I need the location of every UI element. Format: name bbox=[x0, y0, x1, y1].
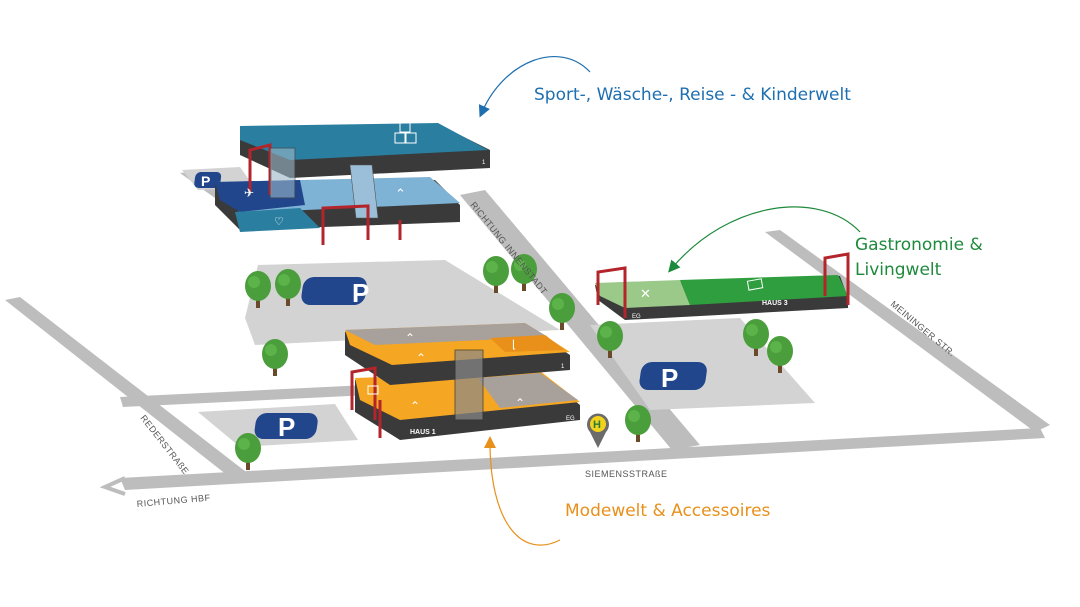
callout-top: Sport-, Wäsche-, Reise - & Kinderwelt bbox=[534, 85, 851, 105]
callout-arrow-bottom bbox=[484, 436, 561, 546]
callout-arrow-top bbox=[478, 56, 591, 118]
svg-text:EG: EG bbox=[566, 416, 575, 422]
parking-sign-1: P bbox=[301, 277, 369, 308]
tree-icon bbox=[235, 433, 261, 470]
road-rederstrasse bbox=[5, 297, 250, 479]
hanger-icon: ⌃ bbox=[395, 186, 406, 201]
cutlery-icon: ✕ bbox=[640, 286, 651, 301]
hanger-icon: ⌃ bbox=[405, 331, 415, 345]
svg-text:EG: EG bbox=[452, 224, 461, 230]
hbf-arrow bbox=[99, 476, 126, 496]
hanger-icon: ⌃ bbox=[515, 396, 525, 410]
svg-text:EG: EG bbox=[632, 314, 641, 320]
parking-sign-small: P bbox=[194, 172, 222, 189]
haus-1: HAUS 1 EG 1 ⌃ ⌃ ⌃ ⌃ ⌊ bbox=[345, 323, 580, 440]
bra-icon: ♡ bbox=[274, 216, 284, 228]
svg-text:P: P bbox=[278, 412, 295, 442]
svg-text:HAUS 2: HAUS 2 bbox=[262, 238, 288, 245]
road-label-siemens: SIEMENSSTRAßE bbox=[585, 469, 668, 479]
svg-text:HAUS 3: HAUS 3 bbox=[762, 300, 788, 307]
hanger-icon: ⌃ bbox=[416, 351, 426, 365]
svg-text:1: 1 bbox=[561, 364, 565, 370]
haus-2: HAUS 2 EG 1 ✈ ♡ ⌃ bbox=[215, 121, 490, 245]
road-label-hbf: RICHTUNG HBF bbox=[136, 493, 211, 509]
shoe-icon: ⌊ bbox=[512, 339, 516, 351]
svg-text:HAUS 1: HAUS 1 bbox=[410, 429, 436, 436]
svg-text:P: P bbox=[352, 278, 369, 308]
callout-bottom: Modewelt & Accessoires bbox=[565, 501, 771, 521]
svg-text:H: H bbox=[593, 419, 601, 431]
svg-text:P: P bbox=[661, 363, 678, 393]
road-siemensstrasse bbox=[120, 428, 1045, 490]
abc-blocks-icon bbox=[394, 121, 417, 144]
parking-sign-2: P bbox=[639, 362, 707, 393]
tree-icon bbox=[262, 339, 288, 376]
parking-sign-3: P bbox=[254, 412, 318, 442]
tree-icon bbox=[625, 405, 651, 442]
plane-icon: ✈ bbox=[244, 186, 254, 200]
hanger-icon: ⌃ bbox=[410, 399, 420, 413]
callout-right-line2: Livingwelt bbox=[855, 260, 942, 280]
svg-text:1: 1 bbox=[482, 160, 486, 166]
bag-icon bbox=[367, 385, 379, 395]
callout-arrow-right bbox=[668, 206, 861, 273]
haus-3: HAUS 3 EG ✕ bbox=[595, 252, 850, 320]
bus-stop-icon: H bbox=[587, 413, 609, 448]
svg-text:P: P bbox=[201, 173, 210, 189]
sofa-icon bbox=[746, 278, 764, 291]
callout-right-line1: Gastronomie & bbox=[855, 235, 983, 255]
